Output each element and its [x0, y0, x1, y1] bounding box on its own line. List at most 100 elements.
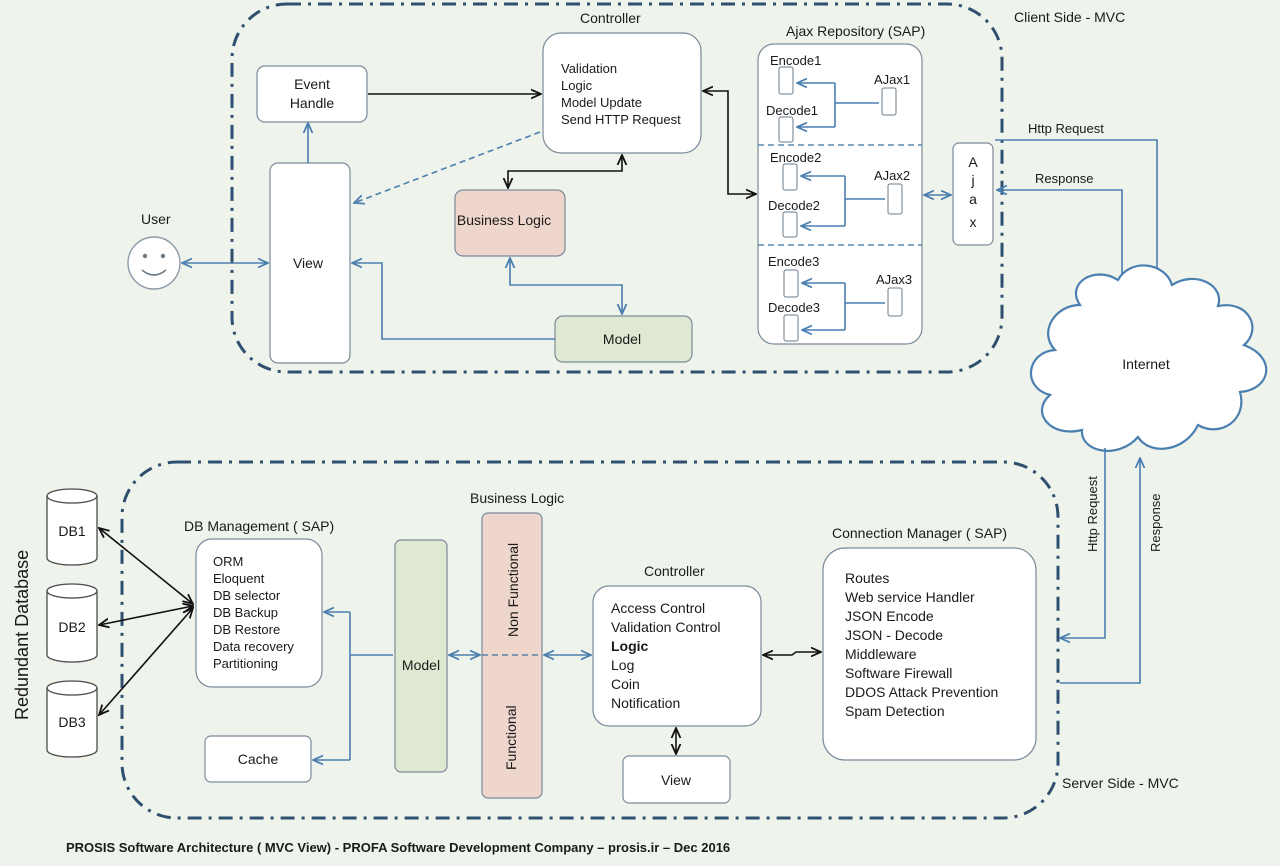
http-request-top-arrow [995, 139, 1157, 287]
db1-link [99, 528, 193, 604]
client-controller-item: Logic [561, 78, 593, 93]
encode-port [782, 163, 798, 191]
db3-link [99, 608, 193, 715]
client-model-label: Model [603, 331, 641, 347]
client-controller-box [542, 32, 702, 154]
server-controller-box [592, 585, 762, 727]
cache-box [204, 735, 312, 783]
http-request-bottom-label: Http Request [1085, 476, 1100, 552]
connection-manager-title: Connection Manager ( SAP) [832, 525, 1007, 541]
server-controller-item: Notification [611, 695, 680, 711]
server-controller-title: Controller [644, 563, 705, 579]
db-management-item: ORM [213, 554, 243, 569]
user-label: User [141, 211, 171, 227]
ajax-repository-title: Ajax Repository (SAP) [786, 23, 925, 39]
db-management-item: Partitioning [213, 656, 278, 671]
event-handle-label: Event [294, 76, 330, 92]
response-bottom-arrow [1060, 458, 1140, 684]
server-side-region [120, 460, 1060, 820]
db2-link [99, 606, 193, 625]
ajax-box-letter: a [969, 191, 977, 207]
ajax-port [887, 287, 903, 317]
ajax-port [887, 183, 903, 215]
controller-ajax-repo-link [703, 91, 756, 194]
server-view-box [622, 755, 731, 804]
decode-port [782, 211, 798, 238]
ajax-label: AJax3 [876, 272, 912, 287]
model-to-view-arrow [352, 263, 555, 340]
ajax-box [952, 142, 994, 246]
ajax-repository-box [757, 43, 923, 345]
db3-cylinder-icon [46, 680, 98, 758]
db-management-item: DB Restore [213, 622, 280, 637]
decode-label: Decode3 [768, 300, 820, 315]
client-view-label: View [293, 255, 324, 271]
user-smiley-icon [127, 236, 181, 290]
response-top-arrow [997, 190, 1123, 290]
business-model-link [510, 258, 622, 314]
connection-manager-item: DDOS Attack Prevention [845, 684, 998, 700]
server-controller-item: Logic [611, 638, 649, 654]
client-side-label: Client Side - MVC [1014, 9, 1125, 25]
client-view-box [269, 162, 351, 364]
functional-label: Functional [503, 705, 519, 770]
decode-port [783, 314, 799, 342]
redundant-database-label: Redundant Database [12, 550, 32, 720]
server-controller-item: Validation Control [611, 619, 720, 635]
ajax1-link [834, 83, 879, 127]
db1-cylinder-icon [46, 488, 98, 566]
ajax-label: AJax1 [874, 72, 910, 87]
connection-manager-item: JSON - Decode [845, 627, 943, 643]
ajax3-link [844, 283, 885, 330]
controller-to-view-dashed [354, 131, 541, 203]
server-model-box [394, 539, 448, 773]
http-request-top-label: Http Request [1028, 121, 1104, 136]
db-management-item: DB Backup [213, 605, 278, 620]
decode-port [778, 116, 794, 143]
ajax-label: AJax2 [874, 168, 910, 183]
svg-text:Response: Response [1148, 493, 1163, 552]
client-business-logic-label: Business Logic [457, 212, 551, 228]
connection-manager-item: Web service Handler [845, 589, 975, 605]
ajax2-link [844, 176, 885, 226]
svg-text:Http Request: Http Request [1085, 476, 1100, 552]
ajax-box-letter: x [970, 214, 977, 230]
svg-text:Non Functional: Non Functional [505, 543, 521, 637]
connection-manager-item: Middleware [845, 646, 917, 662]
db-label: DB3 [58, 714, 85, 730]
controller-connection-link [763, 652, 821, 655]
encode-label: Encode3 [768, 254, 819, 269]
non-functional-label: Non Functional [505, 543, 521, 637]
client-controller-item: Validation [561, 61, 617, 76]
db2-cylinder-icon [46, 583, 98, 663]
connection-manager-item: Spam Detection [845, 703, 945, 719]
svg-text:Redundant Database: Redundant Database [12, 550, 32, 720]
db-label: DB1 [58, 523, 85, 539]
client-controller-item: Send HTTP Request [561, 112, 681, 127]
db-management-box [195, 538, 323, 688]
client-controller-title: Controller [580, 10, 641, 26]
encode-port [783, 269, 799, 298]
db-management-item: DB selector [213, 588, 281, 603]
encode-label: Encode1 [770, 53, 821, 68]
response-bottom-label: Response [1148, 493, 1163, 552]
client-controller-item: Model Update [561, 95, 642, 110]
server-controller-item: Coin [611, 676, 640, 692]
ajax-box-letter: j [970, 172, 974, 188]
client-business-logic-box [454, 189, 566, 257]
db-management-item: Data recovery [213, 639, 294, 654]
encode-port [778, 66, 794, 95]
model-dbmgmt-cache-link [349, 612, 393, 760]
event-handle-box [256, 65, 368, 123]
footer-caption: PROSIS Software Architecture ( MVC View)… [66, 840, 730, 855]
db-label: DB2 [58, 619, 85, 635]
server-side-label: Server Side - MVC [1062, 775, 1179, 791]
connection-manager-box [822, 547, 1037, 761]
event-handle-label: Handle [290, 95, 335, 111]
decode-label: Decode1 [766, 103, 818, 118]
server-model-label: Model [402, 657, 440, 673]
ajax-box-letter: A [968, 154, 978, 170]
server-business-logic-title: Business Logic [470, 490, 564, 506]
encode-label: Encode2 [770, 150, 821, 165]
